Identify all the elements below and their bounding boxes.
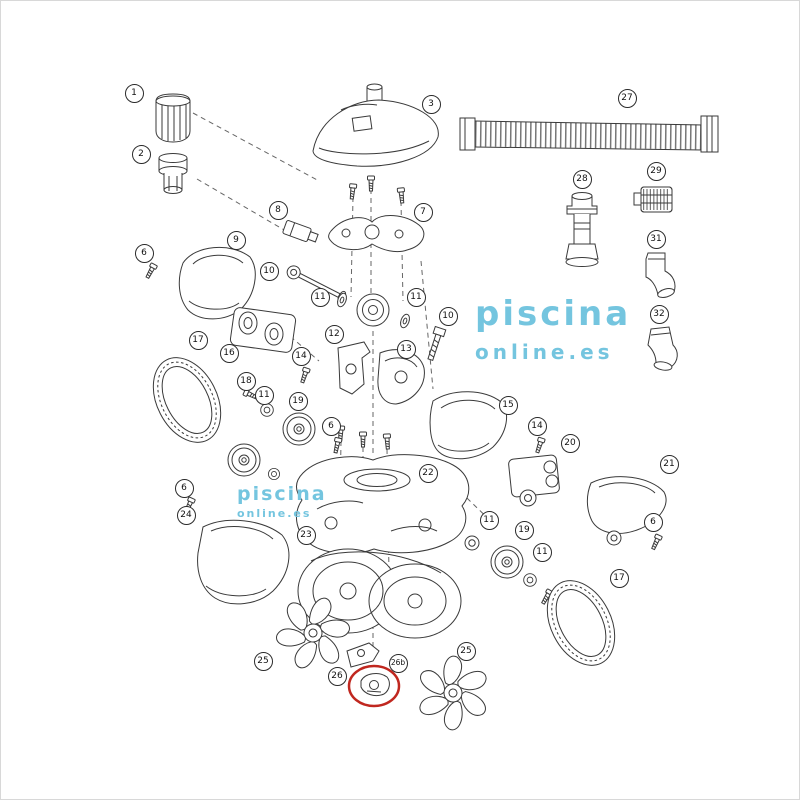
callout-15: 15: [498, 395, 518, 415]
watermark-small: piscina online.es: [237, 483, 327, 520]
callout-14: 14: [291, 346, 311, 366]
watermark-domain: online.es: [475, 340, 614, 364]
part-10-bolt: [427, 325, 447, 362]
part-16-valve-body: [229, 307, 297, 353]
part-15-duct-shell: [429, 391, 508, 460]
highlight-ellipse: [347, 664, 401, 708]
part-3-top-float: [312, 83, 439, 167]
washer-11-left: [337, 292, 347, 308]
callout-3: 3: [421, 94, 441, 114]
callout-11: 11: [406, 287, 426, 307]
callout-11: 11: [479, 510, 499, 530]
callout-25: 25: [253, 651, 273, 671]
callout-23: 23: [296, 525, 316, 545]
callout-28: 28: [572, 169, 592, 189]
callout-14: 14: [527, 416, 547, 436]
callout-27: 27: [617, 88, 637, 108]
callout-22: 22: [418, 463, 438, 483]
callout-29: 29: [646, 161, 666, 181]
callout-12: 12: [324, 324, 344, 344]
callout-2: 2: [131, 144, 151, 164]
callout-26: 26: [327, 666, 347, 686]
watermark-brand: piscina: [475, 294, 632, 334]
part-21-side-blade: [586, 476, 667, 546]
part-17-belt-left: [139, 345, 235, 455]
part-1-handle-grip: [155, 93, 191, 143]
part-31-elbow: [645, 252, 676, 298]
callout-19: 19: [288, 391, 308, 411]
callout-19: 19: [514, 520, 534, 540]
callout-11: 11: [310, 287, 330, 307]
part-28-cone-fitting: [565, 192, 599, 267]
callout-11: 11: [254, 385, 274, 405]
part-32-elbow: [647, 326, 678, 371]
watermark-brand: piscina: [237, 483, 327, 505]
callout-21: 21: [659, 454, 679, 474]
part-29-ribbed-adapter: [633, 186, 673, 213]
part-27-hose: [459, 115, 719, 153]
callout-6: 6: [174, 478, 194, 498]
washer-11-right: [400, 313, 410, 329]
callout-32: 32: [649, 304, 669, 324]
part-8-connector: [282, 220, 319, 243]
callout-16: 16: [219, 343, 239, 363]
callout-1: 1: [124, 83, 144, 103]
callout-31: 31: [646, 229, 666, 249]
watermark-domain: online.es: [237, 507, 312, 520]
watermark-large: piscina online.es: [475, 294, 631, 364]
callout-25: 25: [456, 641, 476, 661]
part-24-left-shell: [197, 519, 290, 605]
callout-11: 11: [532, 542, 552, 562]
part-25-turbine-right: [411, 652, 496, 735]
callout-17: 17: [188, 330, 208, 350]
part-12-bracket: [337, 341, 371, 395]
callout-24: 24: [176, 505, 196, 525]
callout-7: 7: [413, 202, 433, 222]
callout-17: 17: [609, 568, 629, 588]
part-26b-clip: [360, 673, 390, 697]
callout-13: 13: [396, 339, 416, 359]
callout-10: 10: [438, 306, 458, 326]
callout-18: 18: [236, 371, 256, 391]
callout-9: 9: [226, 230, 246, 250]
part-26-bracket: [346, 642, 380, 668]
callout-20: 20: [560, 433, 580, 453]
callout-6: 6: [134, 243, 154, 263]
part-20-gearbox: [508, 454, 560, 507]
part-7-cam-frame: [328, 215, 425, 253]
callout-26b: 26b: [388, 653, 408, 673]
part-2-fitting: [158, 153, 188, 194]
callout-8: 8: [268, 200, 288, 220]
callout-6: 6: [643, 512, 663, 532]
callout-6: 6: [321, 416, 341, 436]
callout-10: 10: [259, 261, 279, 281]
part-gear-pulley: [356, 293, 390, 327]
